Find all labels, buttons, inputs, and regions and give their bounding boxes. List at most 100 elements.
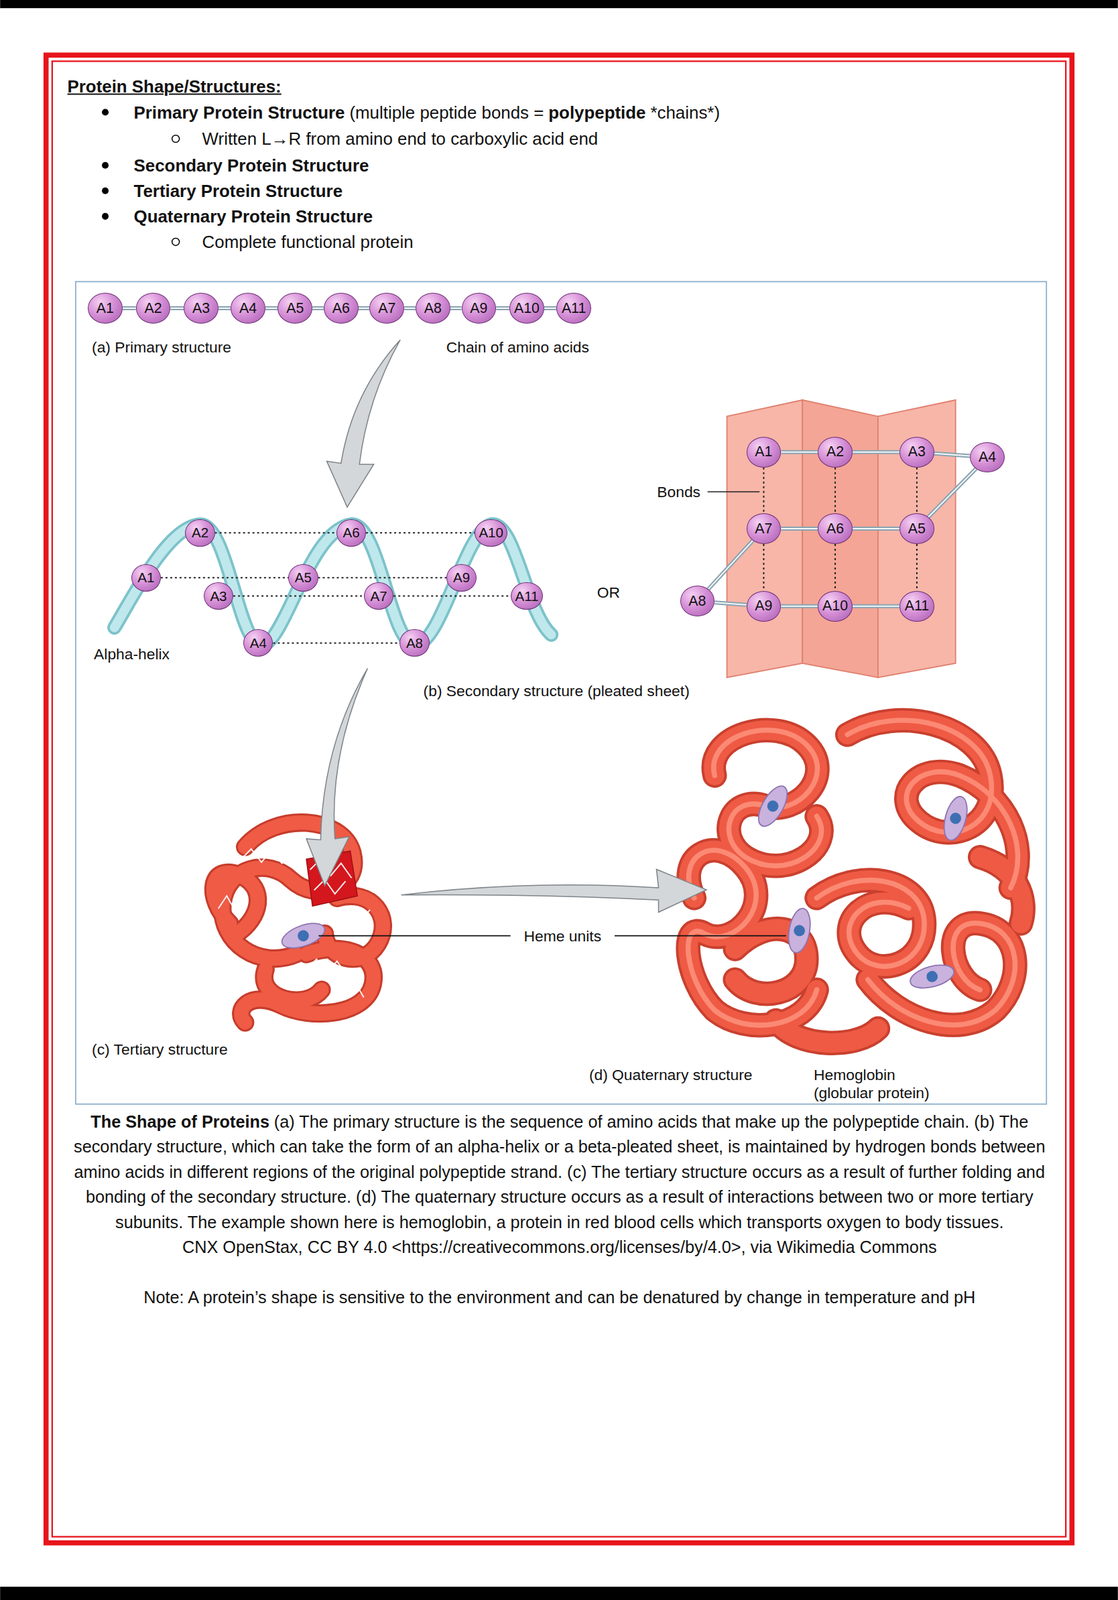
quaternary-protein	[688, 720, 1024, 1044]
tertiary-protein	[314, 880, 346, 895]
figure-label: Heme units	[522, 926, 604, 946]
amino-acid-label: A9	[453, 569, 470, 586]
hydrogen-bond	[160, 577, 289, 579]
peptide-bond	[544, 306, 557, 311]
caption-paragraph: The Shape of Proteins(a) The primary str…	[65, 1109, 1054, 1236]
bond-highlight	[218, 307, 231, 309]
amino-acid-circle: A3	[183, 292, 219, 324]
quaternary-protein	[867, 923, 1016, 1026]
amino-acid-label: A4	[250, 635, 267, 652]
peptide-bond	[780, 450, 818, 455]
quaternary-protein	[688, 720, 1024, 1044]
peptide-bond	[780, 526, 818, 531]
quaternary-protein	[817, 880, 925, 968]
tertiary-protein	[213, 823, 383, 1023]
bullet	[101, 187, 109, 195]
amino-acid-label: A3	[908, 443, 926, 461]
amino-acid-circle: A8	[680, 585, 716, 617]
sub-bullet	[172, 237, 180, 246]
big-arrow	[327, 339, 401, 508]
amino-acid-label: A8	[688, 593, 706, 610]
amino-acid-circle: A5	[277, 292, 313, 324]
tertiary-protein	[264, 969, 322, 1001]
bullet-line: Primary Protein Structure(multiple pepti…	[134, 102, 720, 122]
amino-acid-label: A2	[144, 300, 162, 318]
amino-acid-label: A8	[406, 635, 423, 652]
peptide-bond	[404, 306, 416, 311]
amino-acid-label: A11	[514, 588, 539, 605]
hydrogen-bond	[762, 544, 765, 592]
amino-acid-label: A10	[514, 300, 540, 318]
figure-label: Hemoglobin	[811, 1066, 898, 1085]
hydrogen-bond	[233, 595, 364, 598]
figure-label: Chain of amino acids	[444, 337, 592, 356]
hydrogen-bond	[762, 467, 765, 515]
heme-unit	[907, 961, 957, 993]
heme-unit	[939, 794, 972, 844]
heme-unit	[752, 782, 793, 832]
bullet	[101, 162, 109, 169]
pleated-sheet-panel	[878, 400, 956, 678]
amino-acid-label: A3	[192, 300, 210, 318]
leader-line	[318, 935, 511, 938]
amino-acid-label: A6	[332, 300, 350, 318]
figure-label: Bonds	[654, 483, 703, 502]
tertiary-protein	[213, 823, 383, 1023]
hydrogen-bond	[318, 577, 448, 579]
hydrogen-bond	[272, 642, 400, 645]
amino-acid-label: A11	[561, 300, 586, 318]
amino-acid-label: A5	[286, 300, 304, 318]
heme-unit	[924, 969, 940, 984]
bond-highlight	[780, 451, 818, 454]
amino-acid-label: A5	[294, 569, 312, 586]
bullet	[101, 108, 109, 220]
quaternary-protein	[776, 1020, 879, 1044]
amino-acid-circle: A2	[136, 292, 171, 324]
amino-acid-label: A10	[478, 524, 504, 541]
hydrogen-bond	[215, 532, 337, 534]
amino-acid-circle: A2	[817, 437, 853, 468]
amino-acid-label: A6	[826, 520, 844, 538]
hydrogen-bond	[834, 544, 836, 592]
bond-highlight	[170, 307, 184, 309]
bullet	[101, 213, 109, 220]
amino-acid-label: A10	[822, 597, 848, 615]
bond-highlight	[714, 602, 747, 606]
amino-acid-circle: A10	[509, 292, 545, 324]
peptide-bond	[780, 604, 818, 609]
tertiary-protein	[347, 983, 364, 998]
amino-acid-label: A5	[908, 520, 926, 538]
list-text: Tertiary Protein Structure	[134, 180, 344, 200]
bullet-line: Written L→R from amino end to carboxylic…	[202, 129, 599, 149]
amino-acid-circle: A7	[746, 513, 782, 545]
amino-acid-label: A4	[239, 300, 257, 318]
amino-acid-circle: A11	[556, 292, 592, 324]
amino-acid-circle: A7	[369, 292, 405, 324]
attribution: CNX OpenStax, CC BY 4.0 <https://creativ…	[65, 1235, 1054, 1261]
quaternary-protein	[776, 1020, 879, 1044]
heme-unit	[948, 811, 963, 826]
figure-label: (c) Tertiary structure	[89, 1040, 230, 1059]
amino-acid-circle: A1	[131, 564, 161, 592]
bond-highlight	[265, 307, 278, 309]
list-text: polypeptide	[548, 102, 646, 122]
tertiary-protein	[306, 959, 348, 976]
peptide-bond	[708, 540, 753, 590]
amino-acid-label: A7	[754, 520, 773, 538]
amino-acid-circle: A1	[746, 437, 782, 468]
amino-acid-label: A2	[191, 524, 209, 541]
bond-highlight	[122, 307, 137, 309]
page-border	[46, 54, 1073, 1543]
quaternary-protein	[688, 720, 1024, 1044]
peptide-bond	[170, 306, 184, 311]
quaternary-protein	[817, 880, 925, 968]
quaternary-protein	[713, 730, 822, 867]
peptide-bond	[218, 306, 231, 311]
quaternary-protein	[817, 880, 925, 968]
amino-acid-circle: A10	[817, 591, 853, 623]
heme-unit	[765, 798, 781, 815]
bond-highlight	[450, 307, 462, 309]
